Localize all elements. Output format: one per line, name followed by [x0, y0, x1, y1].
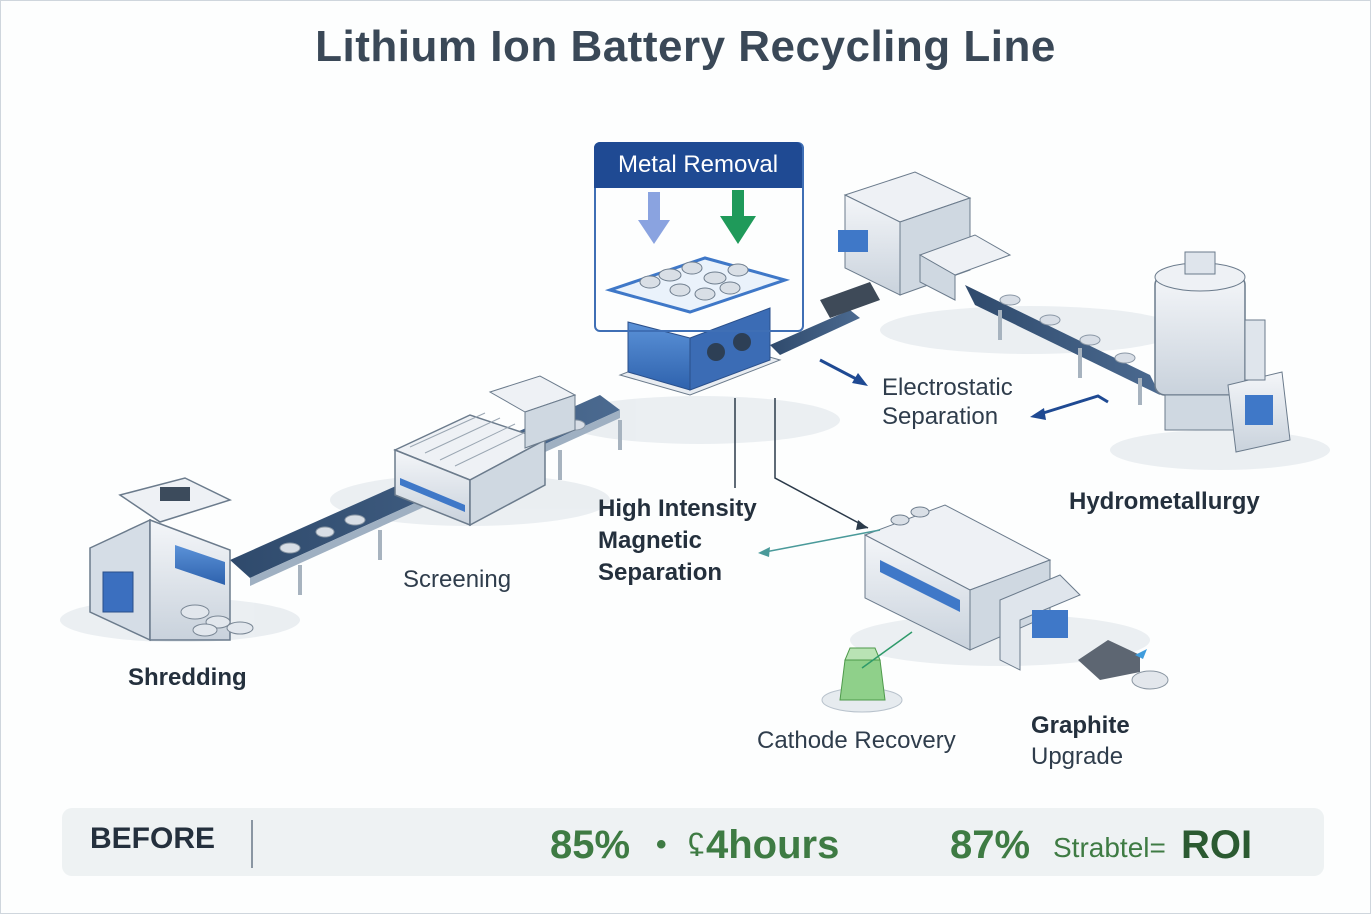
stage-label-screening: Screening: [403, 566, 512, 593]
roi-label: ROI: [1181, 823, 1253, 867]
stage-label-himag-line1: High Intensity: [598, 495, 757, 522]
metric-recovery-percent: 85%: [550, 823, 631, 867]
flow-connectors: [734, 358, 1109, 669]
stage-label-himag-line2: Magnetic: [598, 527, 703, 554]
screening-machine: [393, 375, 577, 527]
metrics-divider: [251, 820, 253, 868]
stage-label-graphite-line1: Graphite: [1031, 712, 1130, 739]
metric-separator: •: [656, 828, 667, 861]
metric-yield-percent: 87%: [950, 823, 1031, 867]
metric-processing-time: 4hours: [706, 823, 840, 867]
before-label: BEFORE: [90, 822, 216, 855]
cathode-recovery-block: [821, 647, 903, 713]
stage-label-hydrometallurgy: Hydrometallurgy: [1069, 488, 1260, 515]
stage-label-shredding: Shredding: [128, 664, 247, 691]
hydrometallurgy-reactor: [1154, 251, 1291, 453]
metal-removal-machine: [604, 190, 791, 396]
conveyor-upper: [770, 282, 1160, 405]
graphite-separator-machine: [863, 504, 1169, 690]
metric-yield-suffix: Strabtel=: [1053, 832, 1166, 863]
stage-label-electrostatic-line1: Electrostatic: [882, 374, 1013, 401]
stage-label-graphite-line2: Upgrade: [1031, 743, 1124, 770]
shredder-machine: [89, 477, 254, 642]
electrostatic-machine: [838, 171, 1012, 301]
stage-label-cathode-recovery: Cathode Recovery: [757, 727, 956, 754]
stage-label-metal-removal: Metal Removal: [594, 142, 802, 188]
metrics-bar: [62, 808, 1324, 876]
stage-label-himag-line3: Separation: [598, 559, 723, 586]
clock-icon: ʢ: [688, 827, 704, 863]
stage-label-electrostatic-line2: Separation: [882, 403, 999, 430]
page-title: Lithium Ion Battery Recycling Line: [315, 22, 1056, 71]
